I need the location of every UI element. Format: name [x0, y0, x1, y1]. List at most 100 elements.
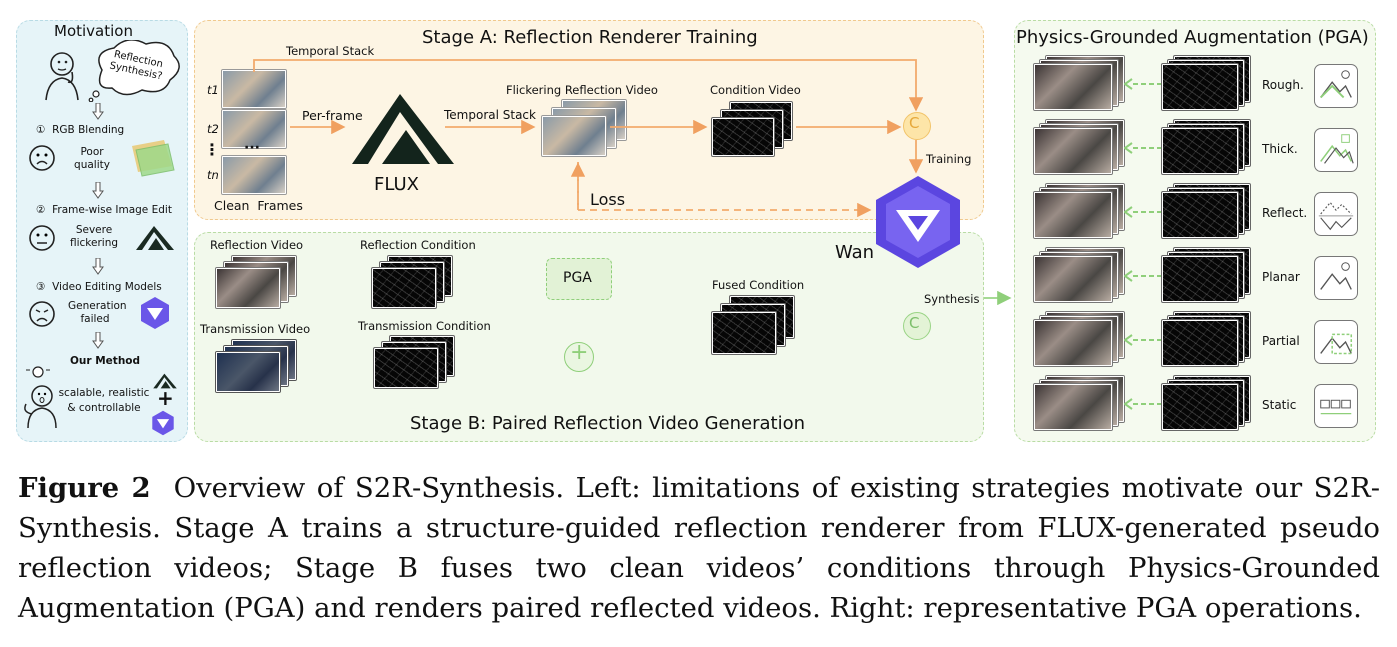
wan-label: Wan: [835, 242, 875, 263]
transmission-condition-label: Transmission Condition: [358, 319, 491, 333]
step1-text: RGB Blending: [52, 124, 125, 136]
clean-frame-2: [222, 110, 286, 148]
pga-box-label: PGA: [563, 270, 592, 286]
figure-caption: Figure 2 Overview of S2R-Synthesis. Left…: [18, 468, 1380, 628]
figure-label: Figure 2: [18, 472, 151, 504]
reflection-condition-label: Reflection Condition: [360, 238, 476, 252]
step2-text: Frame-wise Image Edit: [52, 204, 172, 216]
reflection-video-label: Reflection Video: [210, 238, 304, 252]
stage-b-title: Stage B: Paired Reflection Video Generat…: [410, 413, 806, 434]
horizontal-ellipsis: ···: [244, 140, 260, 156]
reflection-video-stack-front: [216, 268, 280, 308]
flux-logo-icon: [153, 373, 177, 389]
pga-result-stack-front: [1034, 320, 1112, 366]
dashed-left-arrow-icon: [1124, 270, 1162, 282]
down-arrow-icon: [92, 332, 104, 349]
our-method-label: Our Method: [70, 355, 141, 367]
fused-condition-stack-front: [712, 312, 776, 354]
transmission-condition-stack-front: [374, 348, 438, 388]
wan-logo-icon: [876, 176, 960, 268]
frowning-face-icon: [29, 301, 55, 327]
pga-op-label: Reflect.: [1262, 206, 1308, 220]
flickering-label: Flickering Reflection Video: [506, 83, 658, 97]
pga-op-icon: [1314, 128, 1358, 172]
idea-person-icon: [24, 364, 57, 429]
pga-op-icon: [1314, 256, 1358, 300]
pga-result-stack-front: [1034, 256, 1112, 302]
wan-logo-icon: [141, 297, 169, 329]
temporal-stack-label: Temporal Stack: [444, 108, 536, 122]
pga-result-stack-front: [1034, 192, 1112, 238]
flux-logo-icon: [136, 226, 174, 250]
step3-note: Generation failed: [68, 300, 127, 325]
flicker-video-stack-front: [542, 116, 606, 156]
pga-op-icon: [1314, 320, 1358, 364]
pga-op-icon: [1314, 64, 1358, 108]
blending-planes-icon: [132, 140, 175, 177]
pga-result-stack-front: [1034, 64, 1112, 110]
pga-op-label: Planar: [1262, 270, 1300, 284]
t1-label: t1: [207, 83, 219, 97]
tn-label: tn: [207, 168, 219, 182]
thought-bubble: [88, 40, 180, 102]
pga-op-label: Thick.: [1262, 142, 1298, 156]
pga-condition-stack-front: [1162, 384, 1238, 430]
flux-label: FLUX: [374, 174, 419, 195]
dashed-left-arrow-icon: [1124, 78, 1162, 90]
sad-face-icon: [29, 145, 55, 171]
step1-num: ①: [36, 124, 46, 136]
flux-logo-icon: [352, 94, 454, 164]
step2-note: Severe flickering: [69, 224, 119, 249]
training-label: Training: [926, 152, 972, 166]
thinking-person-icon: [45, 52, 79, 101]
plus-sign: +: [157, 386, 174, 410]
dashed-left-arrow-icon: [1124, 142, 1162, 154]
synthesis-label: Synthesis: [924, 292, 980, 306]
wan-logo-icon: [152, 410, 174, 436]
pga-condition-stack-front: [1162, 128, 1238, 174]
transmission-video-label: Transmission Video: [200, 322, 311, 336]
pga-condition-stack-front: [1162, 256, 1238, 302]
step2-num: ②: [36, 204, 46, 216]
pga-op-label: Partial: [1262, 334, 1300, 348]
transmission-video-stack-front: [216, 352, 280, 392]
step1-note: Poor quality: [74, 146, 110, 171]
fusion-plus-sign: +: [570, 340, 589, 365]
concat-node-a: [903, 112, 931, 140]
clean-frames-label: Clean Frames: [214, 198, 303, 213]
condition-video-stack-front: [712, 118, 774, 156]
concat-label-b: C: [909, 314, 920, 332]
concat-label-a: C: [909, 114, 920, 132]
pga-op-label: Static: [1262, 398, 1297, 412]
vertical-ellipsis: ⋮: [204, 140, 220, 159]
pga-result-stack-front: [1034, 128, 1112, 174]
per-frame-label: Per-frame: [302, 108, 363, 123]
neutral-face-icon: [29, 225, 55, 251]
reflection-condition-stack-front: [372, 268, 436, 308]
concat-node-b: [903, 312, 931, 340]
dashed-left-arrow-icon: [1124, 398, 1162, 410]
down-arrow-icon: [92, 103, 104, 120]
step1-label: ① RGB Blending: [36, 124, 124, 136]
dashed-left-arrow-icon: [1124, 206, 1162, 218]
dashed-left-arrow-icon: [1124, 334, 1162, 346]
down-arrow-icon: [92, 182, 104, 199]
motivation-title: Motivation: [54, 22, 133, 40]
our-method-note: scalable, realistic & controllable: [58, 387, 150, 414]
step2-label: ② Frame-wise Image Edit: [36, 204, 172, 216]
t2-label: t2: [207, 122, 219, 136]
pga-op-label: Rough.: [1262, 78, 1304, 92]
pga-panel-title: Physics-Grounded Augmentation (PGA): [1016, 27, 1369, 48]
pga-box: [546, 258, 612, 300]
loss-label: Loss: [590, 190, 626, 209]
fusion-plus-node: [564, 342, 594, 372]
step3-num: ③: [36, 281, 46, 293]
pga-op-icon: [1314, 192, 1358, 236]
condition-video-label: Condition Video: [710, 83, 801, 97]
pga-result-stack-front: [1034, 384, 1112, 430]
step3-text: Video Editing Models: [52, 281, 162, 293]
stage-a-title: Stage A: Reflection Renderer Training: [422, 27, 758, 48]
down-arrow-icon: [92, 258, 104, 275]
temporal-stack-top-label: Temporal Stack: [286, 44, 375, 58]
caption-text: Overview of S2R-Synthesis. Left: limitat…: [18, 472, 1381, 624]
